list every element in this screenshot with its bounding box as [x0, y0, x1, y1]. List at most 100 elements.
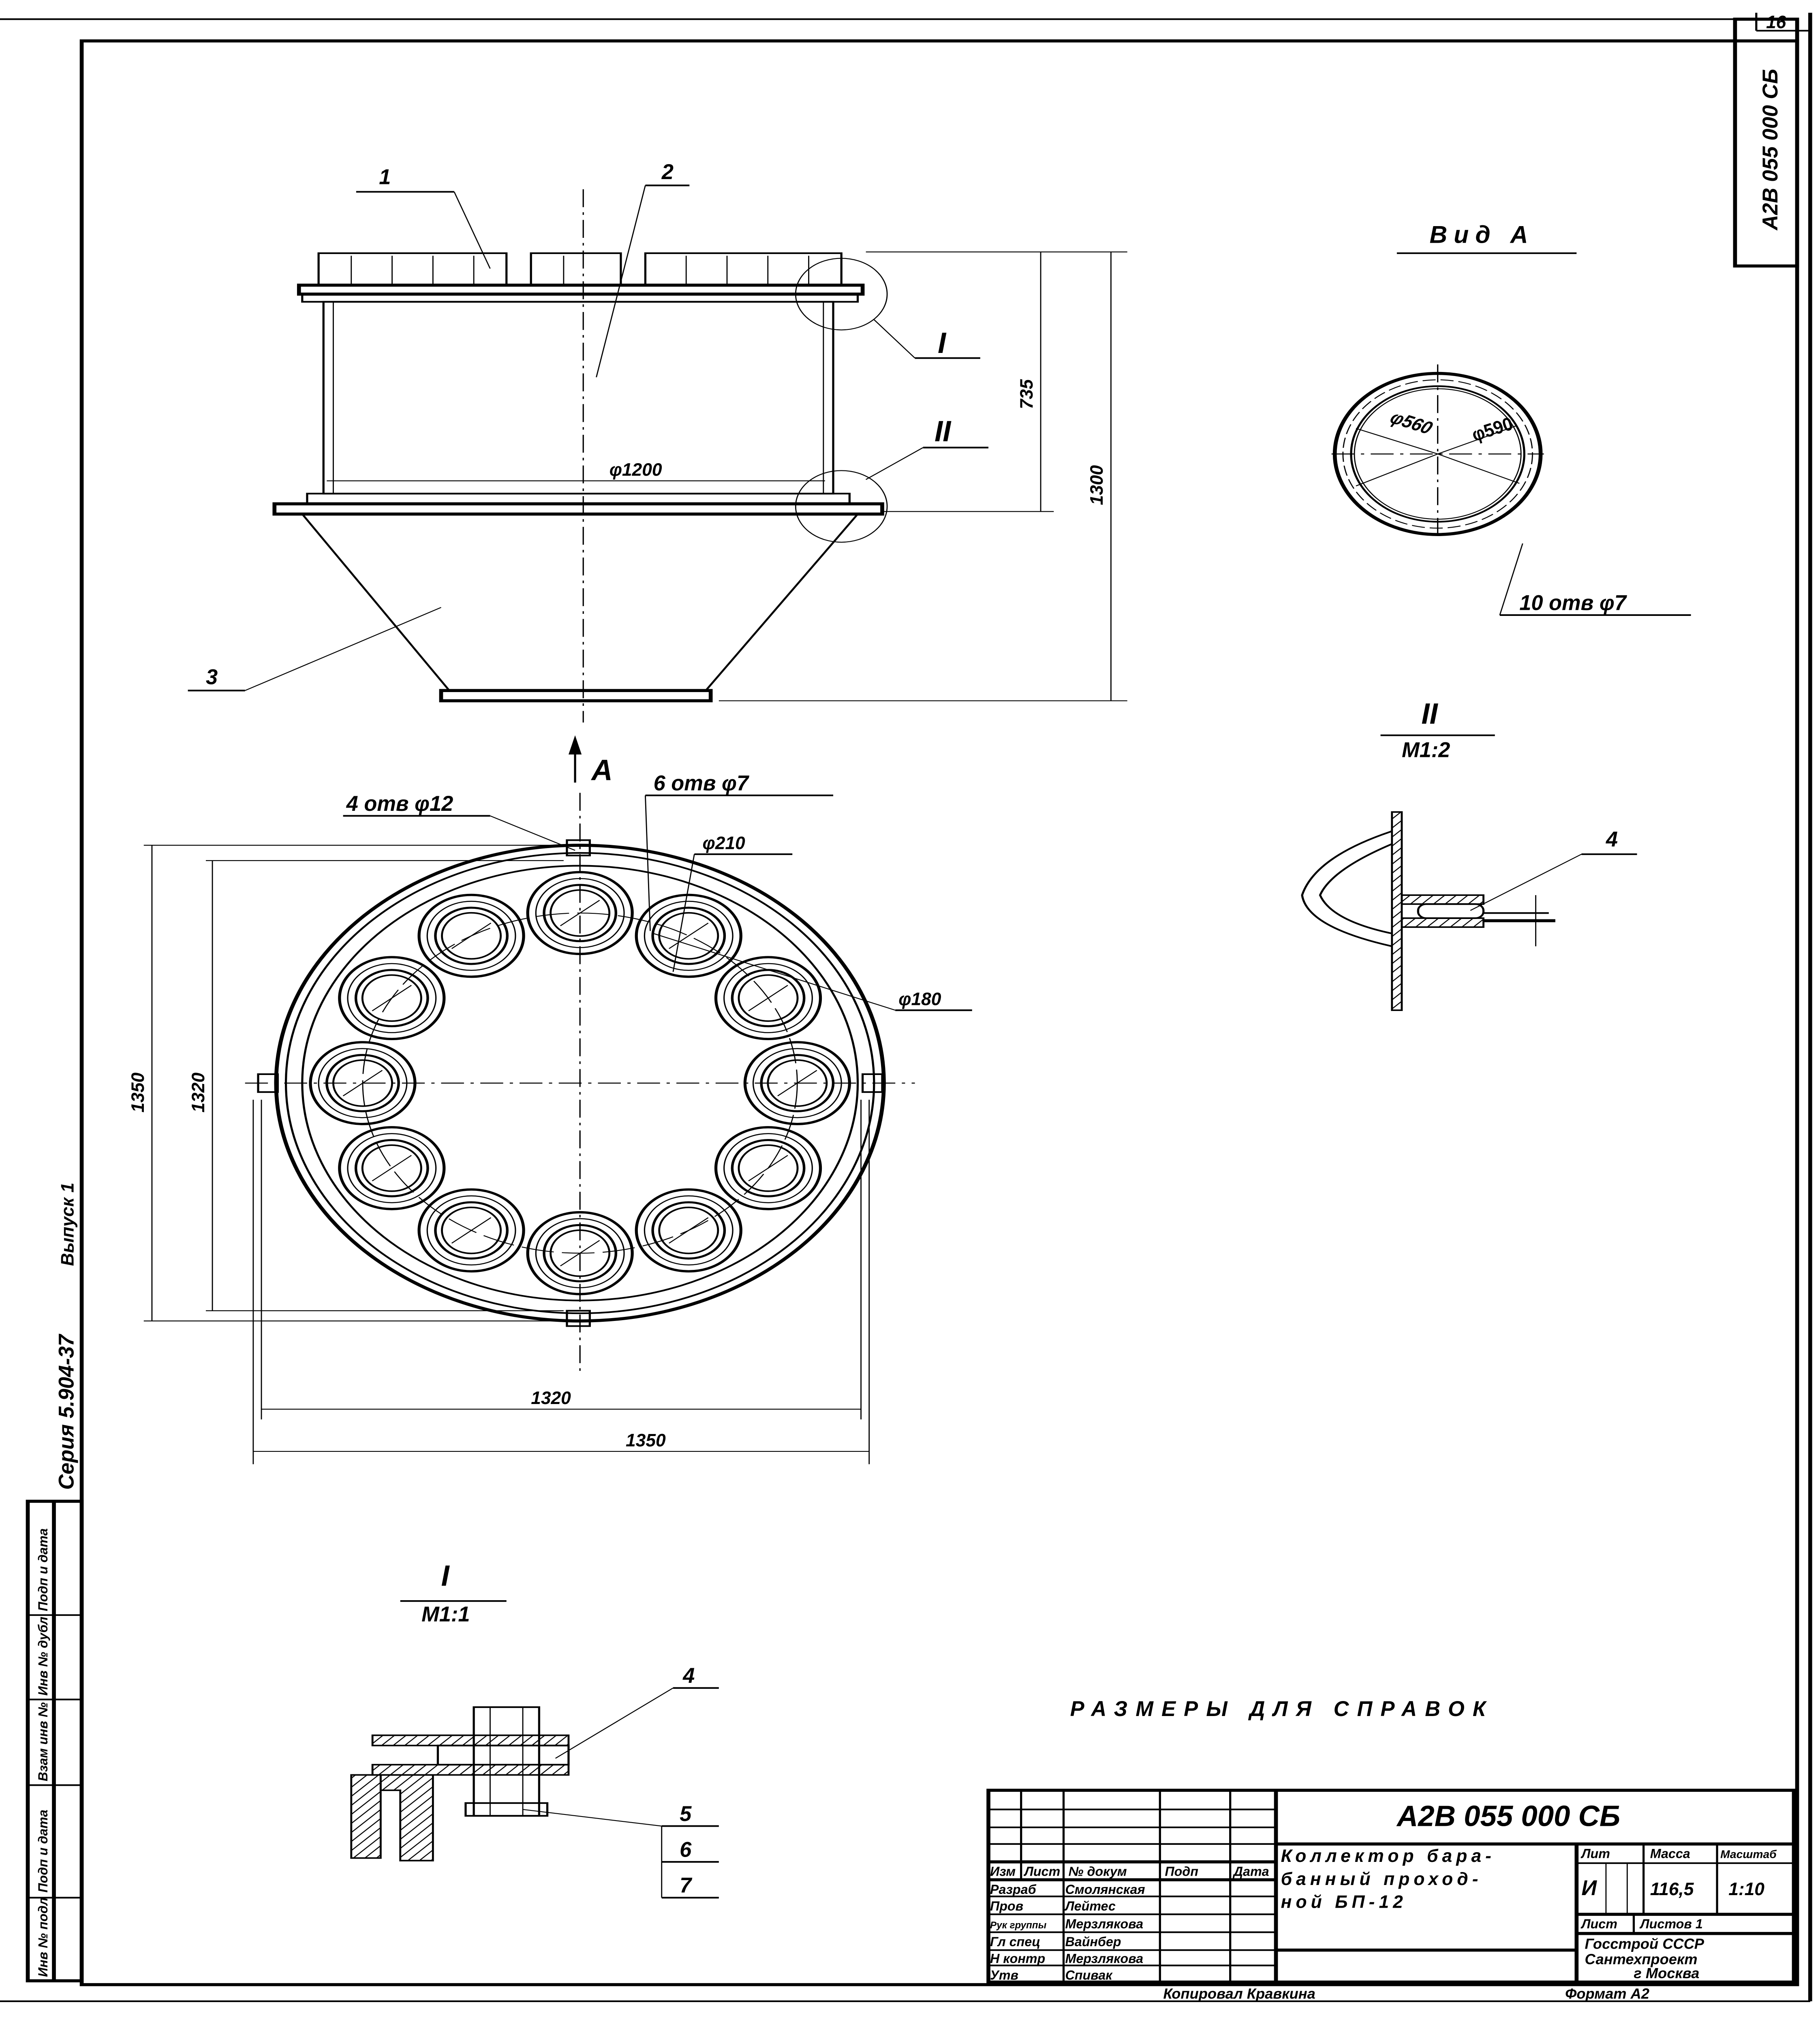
role-approver: Утв: [990, 1968, 1018, 1982]
pipe-ring: [543, 884, 618, 942]
header-date: Дата: [1232, 1864, 1269, 1879]
view-a-holes: 10 отв φ7: [1519, 591, 1627, 615]
dim-v-1350: 1350: [128, 1073, 148, 1113]
pipe-ring: [347, 1133, 437, 1203]
pipe-ring: [426, 901, 516, 971]
product-name-line-3: ной БП-12: [1281, 1892, 1407, 1912]
view-direction-label: А: [590, 754, 612, 786]
branch-pipe: [338, 1126, 446, 1210]
mass-label: Масса: [1650, 1846, 1690, 1861]
pipe-ring: [526, 871, 634, 955]
pipe-inner-diameter: φ180: [898, 989, 941, 1009]
pipe-ring: [738, 1144, 799, 1192]
pipe-ring: [526, 1211, 634, 1295]
detail-i-section: [350, 1687, 719, 1899]
branch-pipe: [635, 893, 742, 978]
detail-ii-section: [1301, 811, 1637, 1011]
detail-i-callout-4: 4: [682, 1664, 695, 1688]
detail-i-scale: М1:1: [421, 1603, 470, 1626]
branch-pipe: [635, 1188, 742, 1273]
detail-i-callout-7: 7: [680, 1874, 693, 1898]
pipe-ring: [417, 1188, 525, 1273]
pipe-axis: [560, 900, 600, 926]
product-name-line-2: банный проход-: [1281, 1869, 1482, 1889]
detail-i-callout-5: 5: [680, 1802, 692, 1826]
dim-diameter-1200: φ1200: [610, 460, 662, 480]
pipe-ring: [434, 1201, 509, 1260]
pipe-ring: [658, 1206, 719, 1254]
name-group-head: Мерзлякова: [1065, 1917, 1143, 1931]
pipe-ring: [760, 1054, 835, 1112]
sheet-label: Лист: [1580, 1917, 1617, 1931]
callout-2: 2: [661, 160, 674, 184]
stamp-sign-date-2: Подп и дата: [36, 1528, 50, 1611]
pipe-ring: [325, 1054, 400, 1112]
name-chief-spec: Вайнбер: [1065, 1934, 1121, 1949]
pipe-ring: [441, 912, 502, 960]
pipe-ring: [535, 878, 625, 948]
stamp-inv-original: Инв № подл: [36, 1898, 50, 1977]
org-line-1: Госстрой СССР: [1585, 1936, 1704, 1952]
pipe-axis: [668, 923, 709, 949]
pipe-ring: [651, 1201, 726, 1260]
role-developer: Разраб: [990, 1882, 1037, 1897]
pipe-ring: [635, 1188, 742, 1273]
pipe-ring: [738, 974, 799, 1022]
pipe-ring: [354, 1139, 429, 1197]
dim-h-1350: 1350: [626, 1430, 666, 1450]
front-view: [188, 184, 1127, 723]
product-name-line-1: Коллектор бара-: [1281, 1846, 1495, 1866]
pipe-ring: [550, 889, 611, 937]
pipe-ring: [658, 912, 719, 960]
pipe-ring: [714, 956, 822, 1040]
header-list: Лист: [1024, 1864, 1060, 1879]
lit-label: Лит: [1580, 1846, 1610, 1861]
sheet-frame: [0, 13, 1812, 2002]
pipe-ring: [644, 901, 734, 971]
reference-dimensions-note: Размеры для справок: [1070, 1697, 1494, 1721]
pipe-ring: [767, 1059, 828, 1107]
pipe-holes-label: 6 отв φ7: [654, 772, 750, 795]
detail-i-mark: I: [441, 1559, 450, 1592]
pipe-ring: [543, 1224, 618, 1282]
name-developer: Смолянская: [1065, 1882, 1145, 1897]
pipe-axis: [560, 1240, 600, 1267]
pipe-ring: [550, 1229, 611, 1277]
name-checker: Лейтес: [1064, 1899, 1115, 1913]
scale-value: 1:10: [1728, 1879, 1764, 1899]
pipe-axis: [451, 1217, 492, 1244]
pipe-ring: [651, 906, 726, 965]
pipe-outer-diameter: φ210: [703, 833, 745, 853]
mass-value: 116,5: [1650, 1879, 1694, 1899]
pipe-ring: [723, 1133, 813, 1203]
pipe-axis: [748, 985, 788, 1011]
pipe-axis: [372, 985, 412, 1011]
view-a-d590: φ590: [1468, 414, 1517, 445]
view-a-title: Вид А: [1429, 221, 1534, 248]
pipe-ring: [426, 1195, 516, 1266]
header-izm: Изм: [990, 1864, 1016, 1879]
issue-label: Выпуск 1: [58, 1183, 77, 1266]
pipe-axis: [372, 1155, 412, 1182]
pipe-ring: [635, 893, 742, 978]
pipe-ring: [731, 1139, 806, 1197]
series-label: Серия 5.904-37: [55, 1334, 78, 1490]
pipe-axis: [777, 1070, 817, 1096]
view-a-d560: φ560: [1387, 408, 1436, 438]
stamp-inv-duplicate: Инв № дубл: [36, 1617, 50, 1696]
header-doc-no: № докум: [1069, 1864, 1127, 1879]
pipe-ring: [361, 1144, 422, 1192]
branch-pipe: [714, 956, 822, 1040]
pipe-axis: [342, 1070, 383, 1096]
copied-by: Копировал Кравкина: [1163, 1985, 1315, 2002]
role-group-head: Рук группы: [990, 1920, 1047, 1931]
staff-rows: Разраб Смолянская Пров Лейтес Рук группы…: [990, 1882, 1145, 1982]
stamp-replaces-inv: Взам инв №: [36, 1702, 50, 1781]
detail-ii-scale: М1:2: [1402, 738, 1450, 762]
pipe-ring: [338, 956, 446, 1040]
left-stamp: Инв № подл Подп и дата Взам инв № Инв № …: [26, 1500, 84, 1983]
name-approver: Спивак: [1065, 1968, 1113, 1982]
header-sign: Подп: [1165, 1864, 1198, 1879]
pipe-axis: [668, 1217, 709, 1244]
lit-value: И: [1581, 1876, 1597, 1900]
